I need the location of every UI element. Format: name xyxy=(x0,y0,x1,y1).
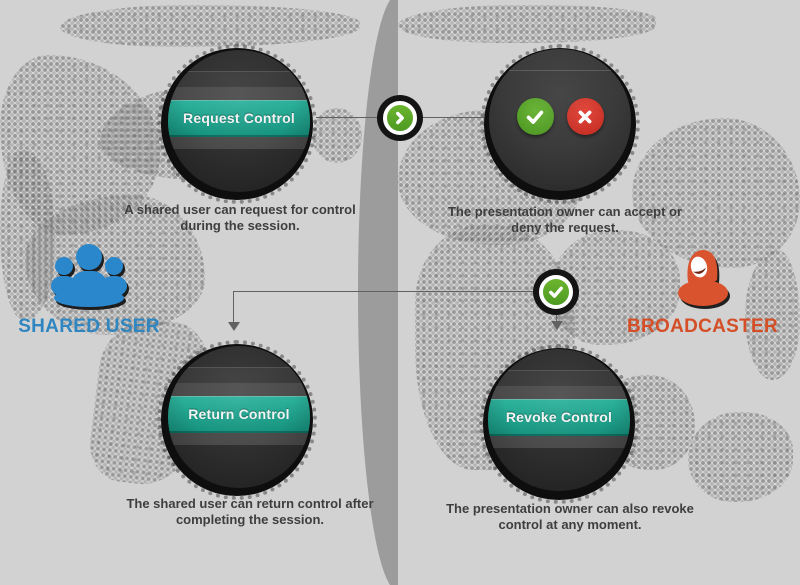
approved-medallion xyxy=(533,269,579,315)
caption-line: A shared user can request for control xyxy=(124,202,356,217)
sphere-seam xyxy=(488,370,630,371)
revoke-control-button: Revoke Control xyxy=(488,399,630,436)
connector-revoke-line xyxy=(556,314,557,321)
broadcaster-label: BROADCASTER xyxy=(626,316,779,337)
hooded-person-icon xyxy=(677,250,728,306)
accept-button xyxy=(516,98,554,135)
request-control-button: Request Control xyxy=(168,100,310,137)
caption-line: The presentation owner can accept or xyxy=(447,204,683,219)
request-control-label: Request Control xyxy=(183,110,295,126)
caption-line: during the session. xyxy=(180,218,300,233)
chevron-right-icon xyxy=(396,111,404,125)
shared-user-label: SHARED USER xyxy=(18,316,160,337)
check-icon xyxy=(549,286,563,298)
caption-line: control at any moment. xyxy=(498,517,642,532)
revoke-control-label: Revoke Control xyxy=(505,409,613,425)
shared-user-figure: SHARED USER xyxy=(10,242,168,338)
cross-icon xyxy=(578,110,592,123)
deny-button xyxy=(566,98,604,135)
check-icon xyxy=(526,110,544,124)
broadcaster-figure: BROADCASTER xyxy=(625,246,780,338)
caption-decision: The presentation owner can accept or den… xyxy=(415,204,715,236)
sphere-seam xyxy=(168,367,310,368)
sphere-seam xyxy=(489,70,631,71)
caption-revoke: The presentation owner can also revoke c… xyxy=(415,501,725,533)
caption-line: The shared user can return control after xyxy=(126,496,374,511)
group-icon xyxy=(51,244,127,307)
arrowhead-down-return xyxy=(228,322,240,331)
request-control-sphere: Request Control xyxy=(157,44,317,204)
caption-return: The shared user can return control after… xyxy=(90,496,410,528)
caption-request: A shared user can request for control du… xyxy=(90,202,390,234)
connector-return-line xyxy=(233,291,234,322)
caption-line: completing the session. xyxy=(175,512,325,527)
revoke-control-sphere: Revoke Control xyxy=(479,344,639,504)
return-control-sphere: Return Control xyxy=(157,340,317,500)
forward-medallion xyxy=(377,95,423,141)
arrowhead-down-revoke xyxy=(551,321,563,330)
connector-branch-line xyxy=(233,291,536,292)
return-control-button: Return Control xyxy=(168,396,310,433)
sphere-seam xyxy=(168,71,310,72)
caption-line: deny the request. xyxy=(511,220,619,235)
accept-deny-sphere xyxy=(480,44,640,204)
return-control-label: Return Control xyxy=(188,406,290,422)
caption-line: The presentation owner can also revoke xyxy=(446,501,694,516)
